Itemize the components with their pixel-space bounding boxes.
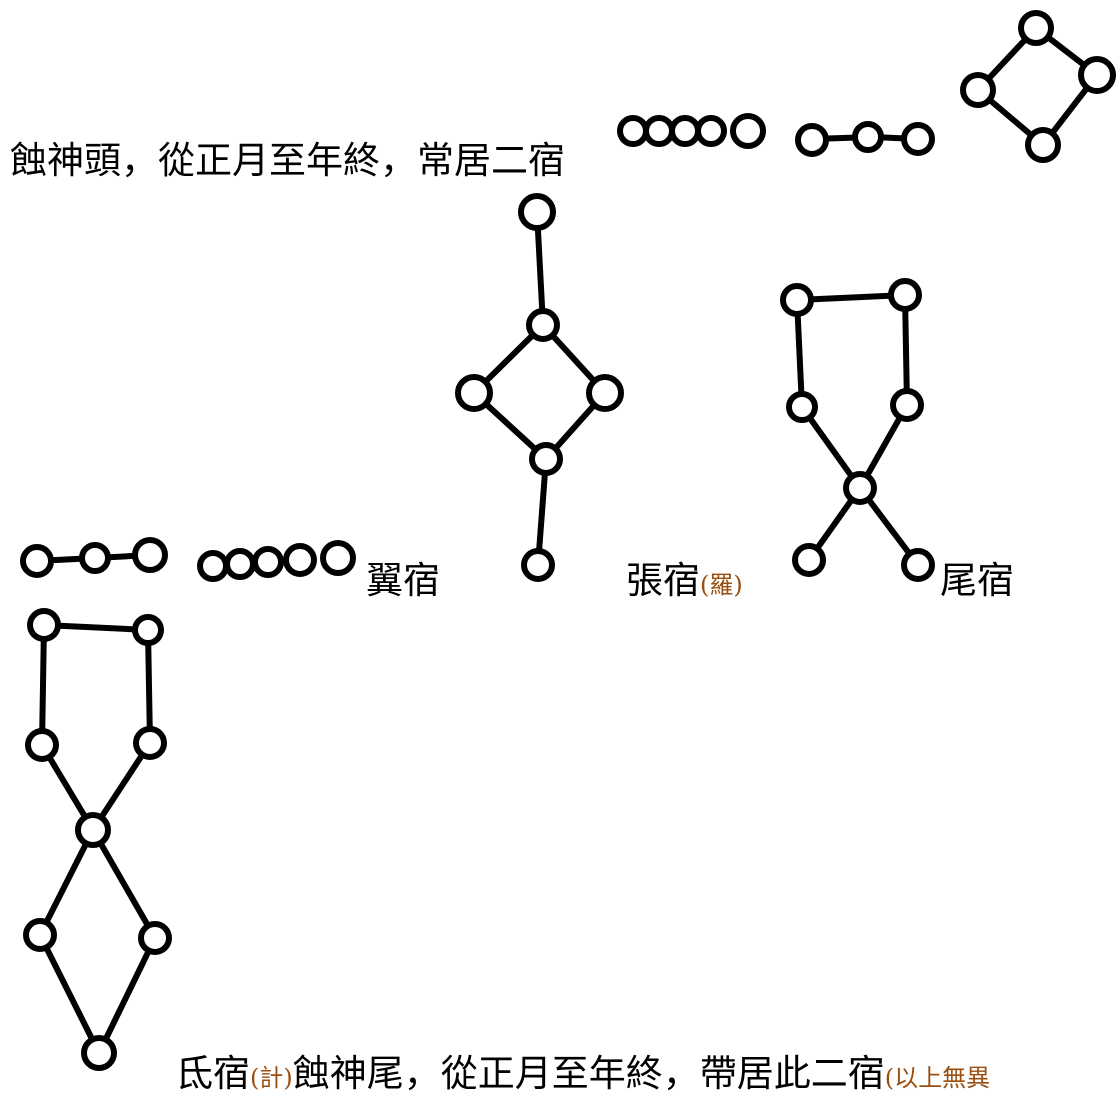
yi-label: 翼宿 xyxy=(366,559,440,602)
end-note: (以上無異 xyxy=(884,1064,991,1092)
star xyxy=(890,388,924,422)
star xyxy=(521,548,555,582)
star xyxy=(529,442,563,476)
star xyxy=(138,921,172,955)
star xyxy=(224,548,256,580)
star xyxy=(617,115,649,147)
star xyxy=(75,812,111,848)
star xyxy=(455,374,493,412)
closing-line: 氐宿(計)蝕神尾，從正月至年終，帶居此二宿(以上無異 xyxy=(176,1055,990,1092)
tail-text: 蝕神尾，從正月至年終，帶居此二宿 xyxy=(292,1052,885,1095)
wei-label: 尾宿 xyxy=(940,559,1014,602)
star xyxy=(695,115,727,147)
star xyxy=(526,308,560,342)
star xyxy=(23,918,57,952)
star xyxy=(133,726,167,760)
di-figure xyxy=(23,608,172,1071)
zhang-note: (羅) xyxy=(700,571,743,599)
star xyxy=(1018,10,1054,46)
star xyxy=(79,542,111,574)
star xyxy=(1078,56,1116,94)
top-diamond xyxy=(960,10,1116,163)
intro-text: 蝕神頭，從正月至年終，常居二宿 xyxy=(10,139,565,182)
star xyxy=(518,193,556,231)
top-chain-five xyxy=(617,113,766,149)
star xyxy=(586,374,624,412)
star xyxy=(643,115,675,147)
zhang-label: 張宿(羅) xyxy=(626,562,743,599)
star xyxy=(888,278,922,312)
zhang-text: 張宿 xyxy=(626,559,700,602)
star xyxy=(901,122,935,156)
wei-figure xyxy=(780,278,935,582)
star xyxy=(792,543,826,577)
star xyxy=(197,550,229,582)
yi-chain-five xyxy=(197,540,356,582)
star xyxy=(852,121,884,153)
star xyxy=(1025,127,1061,163)
star xyxy=(20,544,54,578)
star xyxy=(843,471,877,505)
star xyxy=(901,548,935,582)
star xyxy=(730,113,766,149)
star xyxy=(786,391,818,423)
star xyxy=(27,608,61,642)
star xyxy=(132,537,168,573)
star xyxy=(132,614,164,646)
star xyxy=(795,123,829,157)
di-note: (計) xyxy=(250,1064,293,1092)
star xyxy=(669,115,701,147)
di-text: 氐宿 xyxy=(176,1052,250,1095)
yi-chain-three xyxy=(20,537,168,578)
zhang-figure xyxy=(455,193,624,582)
star xyxy=(960,72,996,108)
star xyxy=(25,728,59,762)
star xyxy=(320,540,356,576)
star xyxy=(252,546,284,578)
star xyxy=(81,1035,117,1071)
top-chain-three xyxy=(795,121,935,157)
star xyxy=(283,543,317,577)
star xyxy=(780,283,814,317)
